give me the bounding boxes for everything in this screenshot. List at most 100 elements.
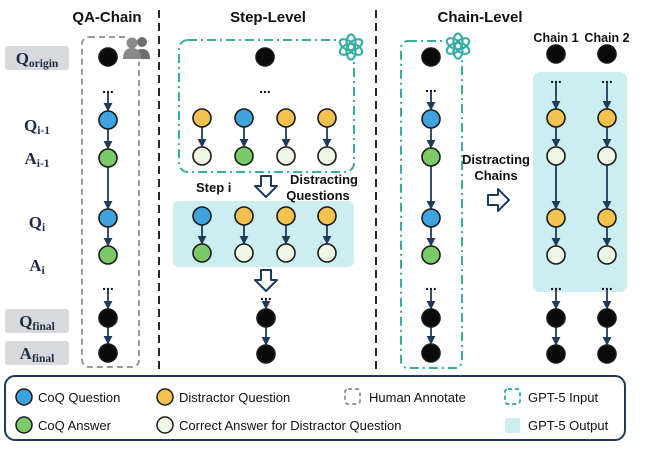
chain-node-black xyxy=(421,47,441,67)
correct-answer-node xyxy=(276,146,296,166)
distractor-question-node xyxy=(234,206,254,226)
legend-distractor-question-swatch xyxy=(156,388,174,406)
chain-node-black xyxy=(597,308,617,328)
svg-text:Ai: Ai xyxy=(29,256,45,277)
legend-human-annotate: Human Annotate xyxy=(369,390,466,405)
chain-node-black xyxy=(421,343,441,363)
coq-question-node xyxy=(98,110,118,130)
coq-answer-node xyxy=(234,146,254,166)
distracting-questions-label-1: Distracting xyxy=(290,172,358,187)
ellipsis-text: ... xyxy=(260,287,272,303)
chain-1-label: Chain 1 xyxy=(533,31,578,45)
correct-answer-node xyxy=(317,146,337,166)
distractor-question-node xyxy=(317,206,337,226)
ellipsis-text: ... xyxy=(102,277,114,293)
distracting-chains-label-2: Chains xyxy=(474,168,517,183)
step-i-label: Step i xyxy=(196,180,231,195)
chain-node-black xyxy=(546,308,566,328)
coq-question-node xyxy=(234,108,254,128)
distractor-question-node xyxy=(276,108,296,128)
ellipsis-text: ... xyxy=(425,277,437,293)
distractor-question-node xyxy=(317,108,337,128)
svg-text:Ai-1: Ai-1 xyxy=(24,149,49,170)
label-q-final: Qfinal xyxy=(5,309,69,333)
legend-correct-answer-swatch xyxy=(156,416,174,434)
label-q-origin: Qorigin xyxy=(5,46,69,70)
chain-node-black xyxy=(255,47,275,67)
human-annotate-box xyxy=(81,36,140,368)
ellipsis-text: ... xyxy=(102,80,114,96)
distracting-questions-label-2: Questions xyxy=(286,188,350,203)
distractor-question-node xyxy=(597,108,617,128)
openai-logo-icon xyxy=(337,33,365,61)
label-q-i: Qi xyxy=(29,213,46,234)
legend-coq-answer-swatch xyxy=(15,416,33,434)
section-title-qa-chain: QA-Chain xyxy=(72,9,141,26)
legend-human-annotate-swatch xyxy=(344,388,361,405)
distractor-question-node xyxy=(276,206,296,226)
correct-answer-node xyxy=(597,146,617,166)
chain-node-black xyxy=(98,308,118,328)
ellipsis-text: ... xyxy=(425,79,437,95)
ellipsis-text: ... xyxy=(550,70,562,86)
chain-2-label: Chain 2 xyxy=(584,31,629,45)
label-a-prev: Ai-1 xyxy=(24,149,49,170)
svg-text:Qfinal: Qfinal xyxy=(19,312,55,333)
correct-answer-node xyxy=(234,243,254,263)
correct-answer-node xyxy=(546,245,566,265)
svg-text:Qorigin: Qorigin xyxy=(16,49,59,70)
chain-node-black xyxy=(546,44,566,64)
correct-answer-node xyxy=(276,243,296,263)
legend-gpt-input-swatch xyxy=(504,388,521,405)
correct-answer-node xyxy=(546,146,566,166)
ellipsis-text: ... xyxy=(601,70,613,86)
chain-node-black xyxy=(546,344,566,364)
coq-question-node xyxy=(98,208,118,228)
chain-node-black xyxy=(98,47,118,67)
legend-gpt-input: GPT-5 Input xyxy=(528,390,598,405)
svg-text:Qi: Qi xyxy=(29,213,46,234)
coq-answer-node xyxy=(98,245,118,265)
outline-arrow-icon xyxy=(254,175,278,198)
chain-node-black xyxy=(597,344,617,364)
chain-node-black xyxy=(256,344,276,364)
svg-text:Qi-1: Qi-1 xyxy=(24,116,50,137)
ellipsis-text: ... xyxy=(601,277,613,293)
coq-answer-node xyxy=(421,245,441,265)
correct-answer-node xyxy=(597,245,617,265)
ellipsis-text: ... xyxy=(259,80,271,96)
legend-coq-question-swatch xyxy=(15,388,33,406)
coq-answer-node xyxy=(421,147,441,167)
section-title-step-level: Step-Level xyxy=(230,9,306,26)
label-q-prev: Qi-1 xyxy=(24,116,50,137)
legend-distractor-question: Distractor Question xyxy=(179,390,290,405)
human-annotator-icon xyxy=(123,34,151,62)
coq-question-node xyxy=(192,206,212,226)
label-a-i: Ai xyxy=(29,256,45,277)
chain-node-black xyxy=(98,343,118,363)
coq-question-node xyxy=(421,109,441,129)
openai-logo-icon xyxy=(444,32,472,60)
svg-text:Afinal: Afinal xyxy=(20,344,55,365)
legend-gpt-output: GPT-5 Output xyxy=(528,418,609,433)
coq-answer-node xyxy=(98,148,118,168)
distractor-question-node xyxy=(597,208,617,228)
distractor-question-node xyxy=(546,208,566,228)
label-a-final: Afinal xyxy=(5,341,69,365)
legend-gpt-output-swatch xyxy=(505,418,520,433)
distracting-chains-label-1: Distracting xyxy=(462,152,530,167)
distractor-question-node xyxy=(546,108,566,128)
ellipsis-text: ... xyxy=(550,277,562,293)
outline-arrow-icon xyxy=(254,269,278,292)
chain-node-black xyxy=(597,44,617,64)
legend-coq-question: CoQ Question xyxy=(38,390,120,405)
coq-question-node xyxy=(421,208,441,228)
correct-answer-node xyxy=(317,243,337,263)
chain-node-black xyxy=(421,308,441,328)
gpt-input-box-step xyxy=(178,39,355,173)
legend-correct-answer-distractor: Correct Answer for Distractor Question xyxy=(179,418,402,433)
chain-node-black xyxy=(256,308,276,328)
legend-coq-answer: CoQ Answer xyxy=(38,418,112,433)
gpt-output-box-step xyxy=(173,201,354,267)
